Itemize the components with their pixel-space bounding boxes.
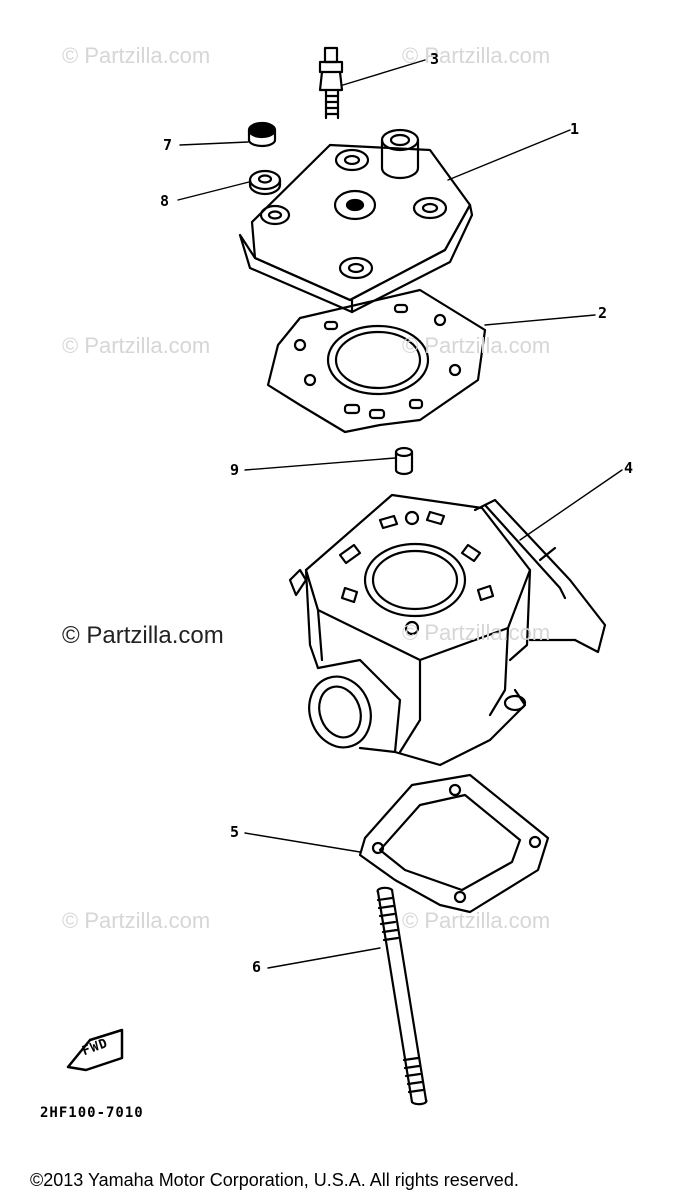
cap-nut: [247, 121, 277, 148]
watermark: © Partzilla.com: [402, 620, 551, 645]
spark-plug: [318, 46, 344, 120]
callout-5: 5: [230, 823, 240, 841]
callout-6: 6: [252, 958, 262, 976]
callout-1: 1: [570, 120, 580, 138]
fwd-arrow-icon: [66, 1028, 124, 1072]
cylinder: [288, 493, 607, 767]
leader-lines: [177, 59, 623, 969]
callout-2: 2: [598, 304, 608, 322]
cylinder-head: [238, 128, 474, 314]
watermark: © Partzilla.com: [62, 43, 211, 68]
head-gasket: [266, 288, 487, 434]
copyright-notice: ©2013 Yamaha Motor Corporation, U.S.A. A…: [30, 1170, 519, 1190]
stud-bolt: [376, 886, 428, 1106]
diagram-code: 2HF100-7010: [40, 1105, 144, 1121]
callout-9: 9: [230, 461, 240, 479]
callout-4: 4: [624, 459, 634, 477]
washer: [248, 169, 282, 196]
callout-3: 3: [430, 50, 440, 68]
watermark: © Partzilla.com: [62, 333, 211, 358]
watermark: © Partzilla.com: [402, 333, 551, 358]
callout-7: 7: [163, 136, 173, 154]
dowel-pin: [394, 446, 414, 476]
base-gasket: [358, 773, 550, 914]
watermark: © Partzilla.com: [402, 43, 551, 68]
watermark: © Partzilla.com: [62, 908, 211, 933]
watermark-main: © Partzilla.com: [62, 622, 224, 649]
callout-8: 8: [160, 192, 170, 210]
watermark: © Partzilla.com: [402, 908, 551, 933]
